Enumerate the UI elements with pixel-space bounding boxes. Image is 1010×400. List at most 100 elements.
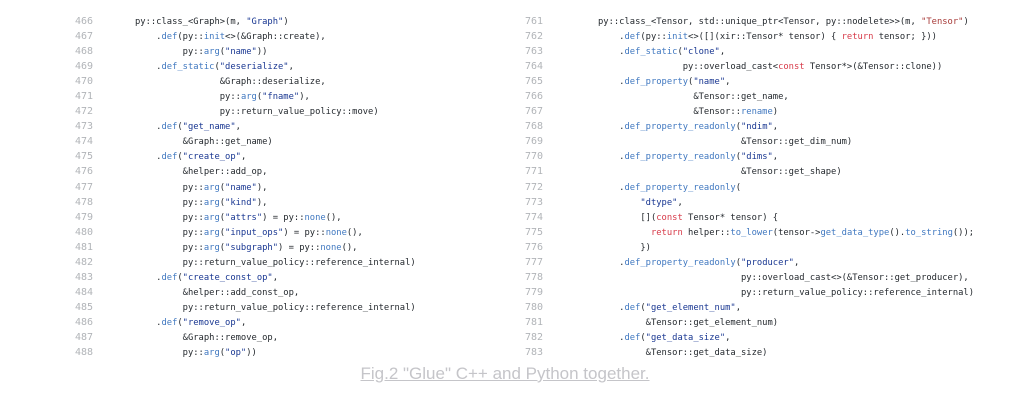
- line-number: 765: [524, 76, 543, 88]
- line-number: 478: [74, 196, 93, 208]
- code-text: .def("remove_op",: [135, 317, 247, 328]
- code-text: .def_property_readonly("ndim",: [598, 122, 779, 133]
- code-line: 762 .def(py::init<>([](xir::Tensor* tens…: [490, 29, 974, 44]
- line-number: 779: [524, 286, 543, 298]
- code-text: .def("get_data_size",: [598, 332, 731, 343]
- line-number: 470: [74, 76, 93, 88]
- line-number: 487: [74, 331, 93, 343]
- line-number: 486: [74, 316, 93, 328]
- code-text: .def_static("deserialize",: [135, 62, 294, 73]
- code-line: 770 .def_property_readonly("dims",: [490, 149, 974, 164]
- code-text: }): [598, 242, 651, 253]
- code-text: .def("create_const_op",: [135, 272, 279, 283]
- code-text: py::arg("subgraph") = py::none(),: [135, 242, 358, 253]
- code-line: 481 py::arg("subgraph") = py::none(),: [40, 240, 416, 255]
- code-line: 485 py::return_value_policy::reference_i…: [40, 300, 416, 315]
- code-line: 766 &Tensor::get_name,: [490, 89, 974, 104]
- code-line: 781 &Tensor::get_element_num): [490, 315, 974, 330]
- code-text: py::return_value_policy::reference_inter…: [135, 302, 416, 313]
- code-text: [](const Tensor* tensor) {: [598, 212, 779, 223]
- line-number: 782: [524, 331, 543, 343]
- code-text: .def_property_readonly(: [598, 182, 742, 193]
- line-number: 468: [74, 46, 93, 58]
- code-text: py::class_<Tensor, std::unique_ptr<Tenso…: [598, 17, 969, 27]
- line-number: 777: [524, 256, 543, 268]
- line-number: 781: [524, 316, 543, 328]
- code-line: 483 .def("create_const_op",: [40, 270, 416, 285]
- code-line: 482 py::return_value_policy::reference_i…: [40, 255, 416, 270]
- code-line: 476 &helper::add_op,: [40, 164, 416, 179]
- code-text: .def_static("clone",: [598, 47, 726, 58]
- code-line: 477 py::arg("name"),: [40, 180, 416, 195]
- line-number: 481: [74, 241, 93, 253]
- code-text: &Graph::deserialize,: [135, 77, 326, 88]
- line-number: 775: [524, 226, 543, 238]
- code-text: .def_property_readonly("dims",: [598, 152, 779, 163]
- code-line: 467 .def(py::init<>(&Graph::create),: [40, 29, 416, 44]
- code-text: py::arg("input_ops") = py::none(),: [135, 227, 363, 238]
- code-text: &helper::add_op,: [135, 167, 268, 178]
- code-line: 775 return helper::to_lower(tensor->get_…: [490, 225, 974, 240]
- line-number: 474: [74, 136, 93, 148]
- line-number: 485: [74, 301, 93, 313]
- line-number: 768: [524, 121, 543, 133]
- line-number: 780: [524, 301, 543, 313]
- code-line: 774 [](const Tensor* tensor) {: [490, 210, 974, 225]
- line-number: 771: [524, 166, 543, 178]
- code-text: &Tensor::get_shape): [598, 167, 842, 178]
- line-number: 473: [74, 121, 93, 133]
- code-text: &Tensor::get_dim_num): [598, 137, 853, 148]
- line-number: 477: [74, 181, 93, 193]
- code-text: py::arg("kind"),: [135, 197, 268, 208]
- code-text: .def_property_readonly("producer",: [598, 257, 800, 268]
- code-line: 470 &Graph::deserialize,: [40, 74, 416, 89]
- line-number: 764: [524, 61, 543, 73]
- line-number: 783: [524, 347, 543, 359]
- code-line: 488 py::arg("op")): [40, 345, 416, 360]
- code-text: &Graph::remove_op,: [135, 332, 278, 343]
- code-line: 486 .def("remove_op",: [40, 315, 416, 330]
- code-line: 478 py::arg("kind"),: [40, 195, 416, 210]
- line-number: 475: [74, 151, 93, 163]
- line-number: 471: [74, 91, 93, 103]
- figure-caption-link[interactable]: Fig.2 "Glue" C++ and Python together.: [360, 364, 650, 383]
- code-text: py::class_<Graph>(m, "Graph"): [135, 17, 289, 27]
- code-text: &helper::add_const_op,: [135, 287, 300, 298]
- line-number: 479: [74, 211, 93, 223]
- code-line: 767 &Tensor::rename): [490, 104, 974, 119]
- code-line: 777 .def_property_readonly("producer",: [490, 255, 974, 270]
- code-text: &Tensor::rename): [598, 107, 779, 118]
- code-line: 772 .def_property_readonly(: [490, 180, 974, 195]
- line-number: 483: [74, 271, 93, 283]
- code-line: 776 }): [490, 240, 974, 255]
- code-line: 783 &Tensor::get_data_size): [490, 345, 974, 360]
- line-number: 469: [74, 61, 93, 73]
- code-text: py::return_value_policy::reference_inter…: [135, 257, 416, 268]
- code-line: 471 py::arg("fname"),: [40, 89, 416, 104]
- code-text: "dtype",: [640, 197, 683, 208]
- code-text: py::return_value_policy::reference_inter…: [598, 287, 975, 298]
- code-line: 773 "dtype",: [490, 195, 974, 210]
- code-line: 764 py::overload_cast<const Tensor*>(&Te…: [490, 59, 974, 74]
- line-number: 763: [524, 46, 543, 58]
- code-line: 780 .def("get_element_num",: [490, 300, 974, 315]
- line-number: 762: [524, 31, 543, 43]
- line-number: 482: [74, 256, 93, 268]
- code-line: 778 py::overload_cast<>(&Tensor::get_pro…: [490, 270, 974, 285]
- code-line: 479 py::arg("attrs") = py::none(),: [40, 210, 416, 225]
- code-line: 487 &Graph::remove_op,: [40, 330, 416, 345]
- code-line: 468 py::arg("name")): [40, 44, 416, 59]
- line-number: 480: [74, 226, 93, 238]
- code-line: 474 &Graph::get_name): [40, 134, 416, 149]
- line-number: 766: [524, 91, 543, 103]
- line-number: 773: [524, 196, 543, 208]
- code-line: 769 &Tensor::get_dim_num): [490, 134, 974, 149]
- line-number: 772: [524, 181, 543, 193]
- code-line: 763 .def_static("clone",: [490, 44, 974, 59]
- line-number: 769: [524, 136, 543, 148]
